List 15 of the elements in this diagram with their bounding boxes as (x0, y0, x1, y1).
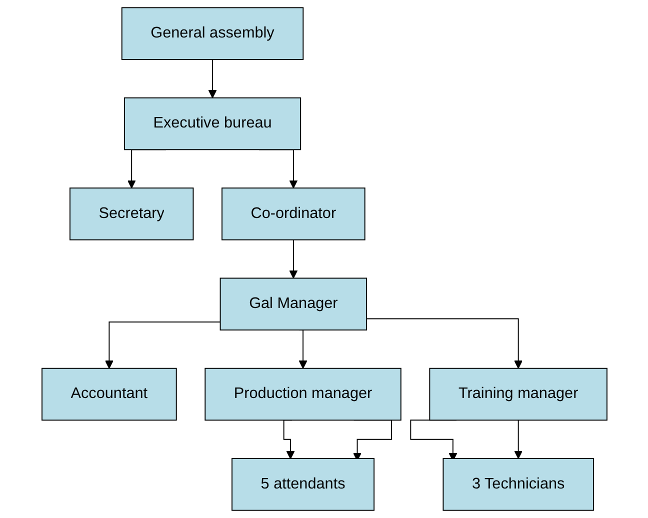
arrow (514, 420, 522, 459)
node-box: Gal Manager (219, 278, 367, 330)
arrow (104, 322, 220, 369)
node-box: Executive bureau (123, 97, 301, 150)
node-box: General assembly (120, 7, 304, 60)
node-box: 5 attendants (231, 458, 374, 511)
arrow (208, 59, 216, 98)
arrow (366, 318, 522, 369)
node-box: Training manager (428, 368, 607, 421)
node-box: Secretary (69, 188, 194, 240)
node-box: Production manager (204, 368, 401, 421)
node-box: Accountant (41, 368, 176, 421)
node-box: Co-ordinator (221, 188, 365, 240)
arrow (288, 239, 298, 279)
node-box: 3 Technicians (442, 458, 594, 511)
